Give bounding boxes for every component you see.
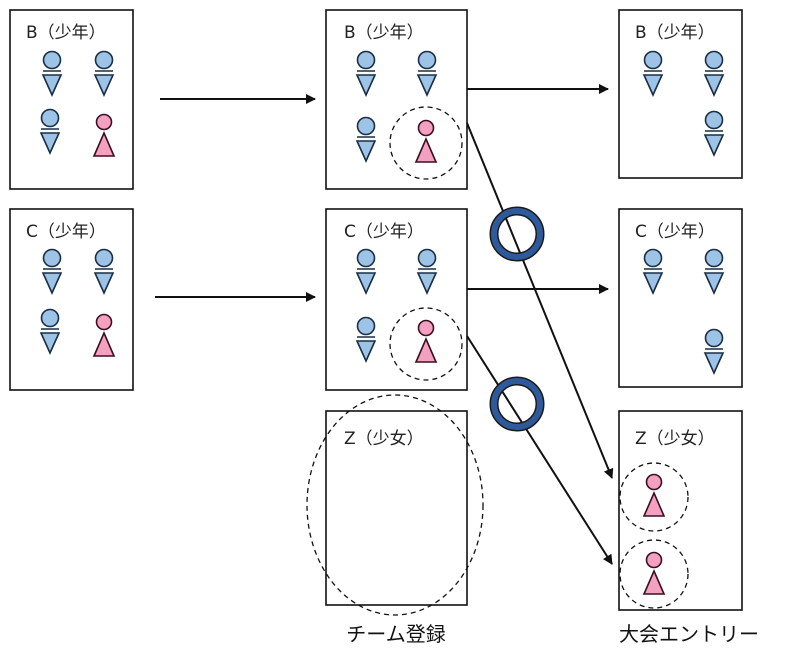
left-team-c-box: C（少年） [9,208,134,391]
selection-circle [389,106,463,180]
left-team-c-label: C（少年） [26,222,106,242]
right-team-c-box: C（少年） [618,208,743,388]
ok-ring-icon [491,208,543,260]
mid-team-z-label: Z（少女） [344,429,424,449]
registration-ellipse [306,394,484,616]
caption-tournament-entry: 大会エントリー [619,622,759,646]
mid-team-c-label: C（少年） [344,222,424,242]
right-team-b-label: B（少年） [635,23,715,43]
selection-circle [389,307,463,381]
arrow-mid-b-girl-to-right-z [466,122,614,479]
right-team-z-box: Z（少女） [618,410,743,611]
mid-team-c-box: C（少年） [325,208,468,391]
left-team-b-box: B（少年） [9,9,134,190]
right-team-z-label: Z（少女） [635,429,715,449]
mid-team-z-box: Z（少女） [306,394,484,616]
ok-ring-icon [491,378,543,430]
right-team-c-label: C（少年） [635,222,715,242]
selection-circle [619,462,689,532]
mid-team-b-box: B（少年） [325,9,468,190]
arrow-mid-c-girl-to-right-z [466,335,613,565]
mid-team-b-label: B（少年） [344,23,424,43]
left-team-b-label: B（少年） [26,23,106,43]
right-team-b-box: B（少年） [618,9,743,179]
selection-circle [619,539,689,609]
caption-team-registration: チーム登録 [346,622,445,646]
